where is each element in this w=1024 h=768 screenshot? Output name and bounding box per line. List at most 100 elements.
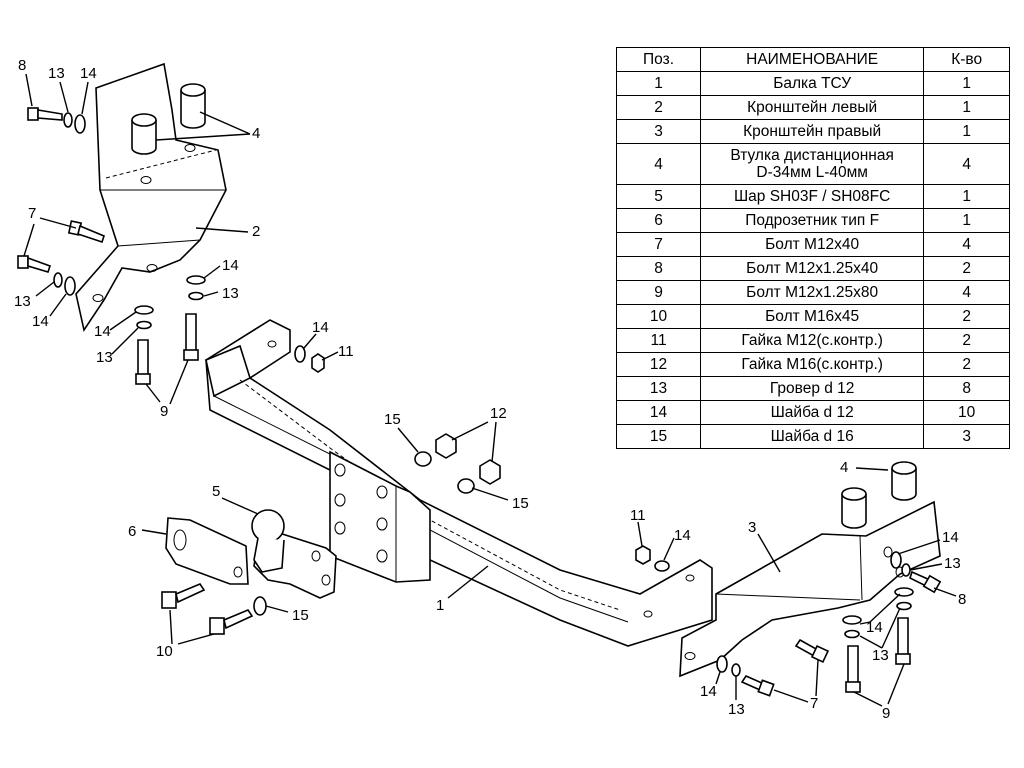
- cell-name: Кронштейн левый: [700, 95, 925, 120]
- callout-14: 14: [32, 313, 49, 330]
- cell-name: Болт М12х40: [700, 232, 925, 257]
- lock-washer: [896, 601, 912, 611]
- spacer-sleeve: [131, 113, 157, 155]
- washer: [64, 276, 76, 296]
- washer: [654, 560, 670, 572]
- callout-7: 7: [810, 695, 818, 712]
- callout-15: 15: [384, 411, 401, 428]
- header-name: НАИМЕНОВАНИЕ: [700, 47, 925, 72]
- callout-14: 14: [866, 619, 883, 636]
- callout-9: 9: [882, 705, 890, 722]
- cell-position: 3: [615, 119, 702, 144]
- table-row: 7 Болт М12х40 4: [615, 232, 1010, 257]
- callout-7: 7: [28, 205, 36, 222]
- washer: [186, 275, 206, 285]
- cell-name: Гайка М12(с.контр.): [700, 328, 925, 353]
- bolt-m12x1-25x80: [135, 339, 151, 385]
- callout-14: 14: [700, 683, 717, 700]
- cell-quantity: 1: [923, 119, 1010, 144]
- lock-washer: [901, 563, 911, 577]
- washer-d16: [253, 596, 267, 616]
- callout-13: 13: [96, 349, 113, 366]
- bolt-m12x40-left-lower: [17, 255, 52, 273]
- cell-quantity: 8: [923, 376, 1010, 401]
- nut-m16: [435, 433, 457, 459]
- cell-position: 7: [615, 232, 702, 257]
- left-bracket: [75, 62, 227, 333]
- tow-ball: [251, 509, 337, 599]
- table-row: 9 Болт М12х1.25х80 4: [615, 280, 1010, 305]
- washer: [894, 587, 914, 597]
- callout-14: 14: [942, 529, 959, 546]
- callout-12: 12: [490, 405, 507, 422]
- cell-position: 13: [615, 376, 702, 401]
- cell-name: Кронштейн правый: [700, 119, 925, 144]
- cell-position: 8: [615, 256, 702, 281]
- cell-quantity: 1: [923, 95, 1010, 120]
- table-row: 12 Гайка М16(с.контр.) 2: [615, 352, 1010, 377]
- table-row: 1 Балка ТСУ 1: [615, 71, 1010, 96]
- callout-13: 13: [944, 555, 961, 572]
- callout-13: 13: [728, 701, 745, 718]
- lock-washer: [63, 112, 73, 128]
- cell-quantity: 4: [923, 280, 1010, 305]
- cell-position: 15: [615, 424, 702, 449]
- washer-d16: [457, 478, 475, 494]
- callout-10: 10: [156, 643, 173, 660]
- right-bracket: [679, 500, 941, 678]
- bolt-m12x1-25x80: [845, 645, 861, 693]
- washer: [716, 655, 728, 673]
- callout-11: 11: [338, 343, 354, 360]
- callout-4: 4: [252, 125, 260, 142]
- table-row: 4 Втулка дистанционная D-34мм L-40мм 4: [615, 143, 1010, 185]
- cell-position: 1: [615, 71, 702, 96]
- nut-m12: [635, 545, 651, 565]
- cell-position: 14: [615, 400, 702, 425]
- cell-name: Подрозетник тип F: [700, 208, 925, 233]
- callout-5: 5: [212, 483, 220, 500]
- bolt-m12x1-25x40-right: [909, 570, 942, 594]
- callout-9: 9: [160, 403, 168, 420]
- table-row: 15 Шайба d 16 3: [615, 424, 1010, 449]
- table-row: 14 Шайба d 12 10: [615, 400, 1010, 425]
- spacer-sleeve: [841, 487, 867, 529]
- nut-m12: [311, 353, 325, 373]
- callout-4: 4: [840, 459, 848, 476]
- callout-13: 13: [48, 65, 65, 82]
- cell-name: Балка ТСУ: [700, 71, 925, 96]
- lock-washer: [731, 663, 741, 677]
- callout-2: 2: [252, 223, 260, 240]
- cell-quantity: 1: [923, 184, 1010, 209]
- callout-8: 8: [958, 591, 966, 608]
- header-quantity: К-во: [923, 47, 1010, 72]
- callout-6: 6: [128, 523, 136, 540]
- cell-quantity: 2: [923, 304, 1010, 329]
- washer: [842, 615, 862, 625]
- bolt-m12x40-right-lower: [740, 674, 775, 697]
- table-row: 6 Подрозетник тип F 1: [615, 208, 1010, 233]
- lock-washer: [844, 629, 860, 639]
- cell-name: Шар SH03F / SH08FC: [700, 184, 925, 209]
- cell-position: 6: [615, 208, 702, 233]
- bolt-m16x45: [209, 609, 254, 635]
- cell-quantity: 1: [923, 208, 1010, 233]
- table-row: 11 Гайка М12(с.контр.) 2: [615, 328, 1010, 353]
- spacer-sleeve: [891, 461, 917, 501]
- header-position: Поз.: [615, 47, 702, 72]
- table-row: 8 Болт М12х1.25х40 2: [615, 256, 1010, 281]
- table-row: 2 Кронштейн левый 1: [615, 95, 1010, 120]
- table-header-row: Поз. НАИМЕНОВАНИЕ К-во: [615, 47, 1010, 72]
- washer: [890, 551, 902, 569]
- callout-11: 11: [630, 507, 646, 524]
- cell-name: Болт М16х45: [700, 304, 925, 329]
- parts-list-table: Поз. НАИМЕНОВАНИЕ К-во 1 Балка ТСУ 1 2 К…: [615, 47, 1010, 449]
- cell-quantity: 4: [923, 232, 1010, 257]
- cell-quantity: 3: [923, 424, 1010, 449]
- bolt-m12x40-left-upper: [67, 220, 105, 244]
- bolt-m12x40-right-upper: [794, 638, 830, 664]
- bolt-m12x1-25x80: [895, 617, 911, 665]
- callout-labels: 8 13 14 4 2 7 13 14 14 13 14 13 9 14 11 …: [14, 57, 966, 722]
- callout-14: 14: [674, 527, 691, 544]
- tow-hitch-beam: [205, 319, 713, 647]
- washer: [294, 345, 306, 363]
